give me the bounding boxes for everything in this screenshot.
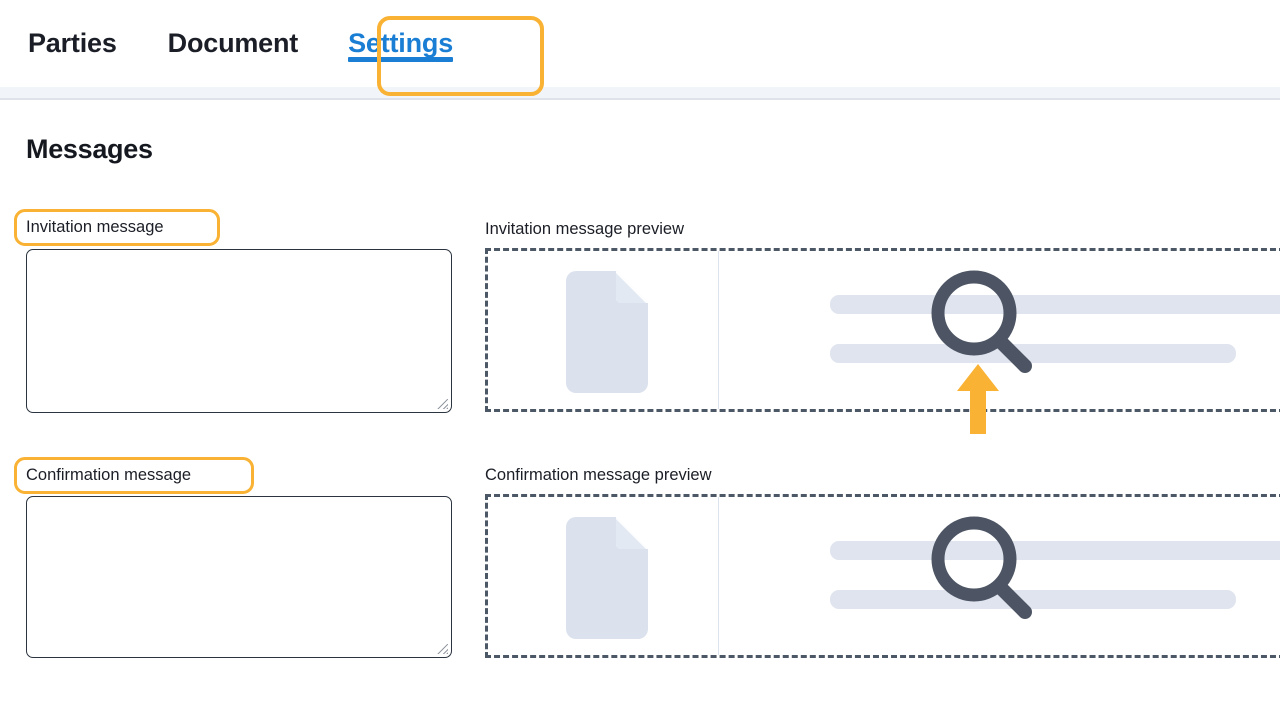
tab-bar-separator-band: [0, 87, 1280, 100]
confirmation-message-textarea[interactable]: [26, 496, 452, 658]
tab-document-label: Document: [167, 27, 299, 58]
tab-parties-label: Parties: [28, 27, 117, 58]
document-placeholder-icon: [566, 517, 648, 639]
preview-column-divider: [718, 251, 719, 409]
invitation-preview-pointer-arrow: [957, 364, 999, 434]
tab-strip: Parties Document Settings: [28, 0, 478, 87]
confirmation-textarea-resize-handle[interactable]: [434, 640, 448, 654]
tab-bar: Parties Document Settings: [0, 0, 1280, 96]
confirmation-message-label: Confirmation message: [26, 466, 192, 484]
magnifier-icon: [931, 516, 1032, 619]
invitation-message-textarea[interactable]: [26, 249, 452, 413]
preview-text-bar: [830, 590, 1236, 609]
tab-settings-label: Settings: [348, 27, 454, 58]
invitation-preview-label: Invitation message preview: [485, 220, 685, 238]
tab-document[interactable]: Document: [143, 14, 323, 73]
magnifier-icon: [931, 270, 1032, 373]
preview-text-bar: [830, 295, 1280, 314]
preview-text-bar: [830, 344, 1236, 363]
preview-column-divider: [718, 497, 719, 655]
invitation-message-label: Invitation message: [26, 218, 164, 236]
page-title: Messages: [26, 134, 153, 164]
confirmation-message-preview: [485, 494, 1280, 658]
invitation-textarea-resize-handle[interactable]: [434, 395, 448, 409]
tab-parties[interactable]: Parties: [28, 14, 143, 73]
preview-text-bar: [830, 541, 1280, 560]
document-placeholder-icon: [566, 271, 648, 393]
invitation-message-preview: [485, 248, 1280, 412]
tab-settings-active-underline: [348, 57, 454, 63]
tab-settings[interactable]: Settings: [323, 14, 478, 73]
confirmation-preview-label: Confirmation message preview: [485, 466, 712, 484]
